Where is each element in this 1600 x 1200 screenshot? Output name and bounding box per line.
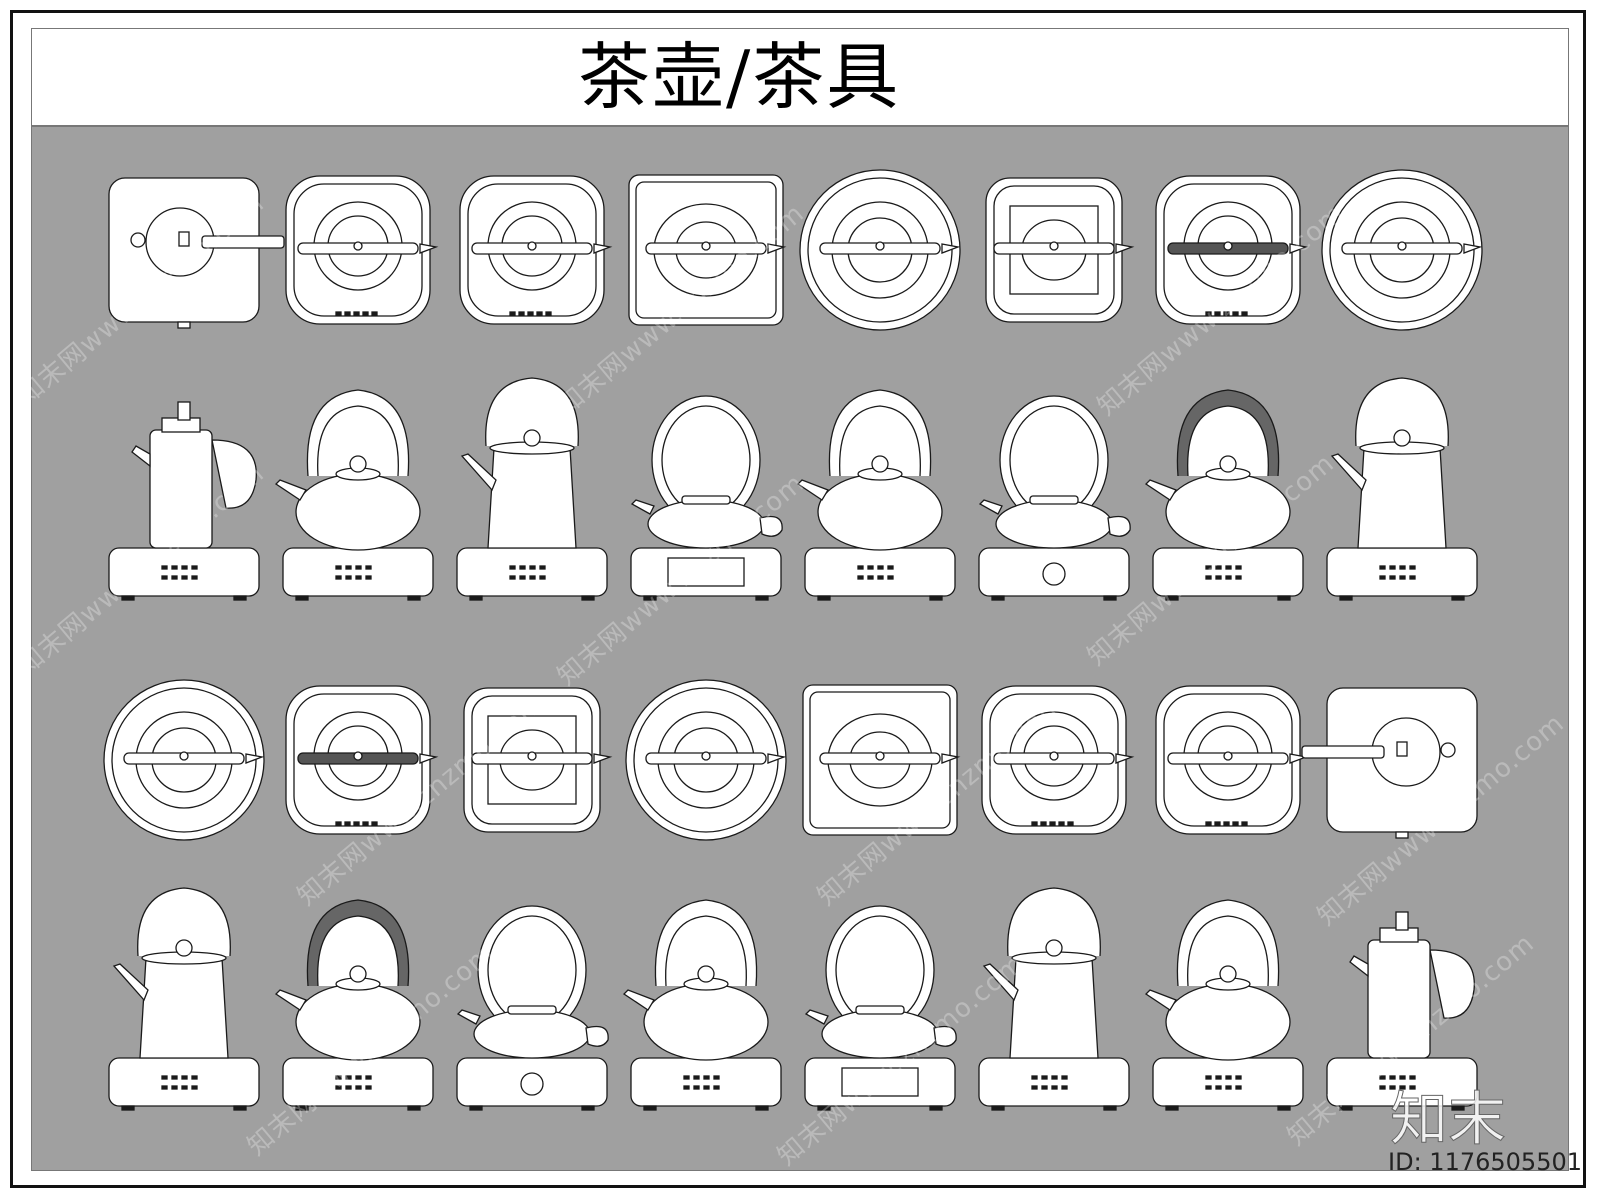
teapot-front-view-2-2 xyxy=(274,389,434,601)
teapot-front-view-2-4 xyxy=(630,395,783,601)
teapot-top-view-1-3 xyxy=(459,175,613,325)
teapot-front-view-4-6 xyxy=(978,887,1130,1111)
teapot-front-view-2-6 xyxy=(978,395,1131,601)
teapot-top-view-1-8 xyxy=(1321,169,1483,331)
title-bar xyxy=(31,28,1569,126)
teapot-top-view-3-6 xyxy=(981,685,1135,835)
teapot-front-view-4-4 xyxy=(622,899,782,1111)
teapot-top-view-1-2 xyxy=(285,175,439,325)
outer-frame xyxy=(10,10,1586,1188)
teapot-top-view-1-6 xyxy=(985,177,1135,323)
teapot-top-view-1-1 xyxy=(108,177,285,329)
brand-watermark: 知末 xyxy=(1389,1085,1507,1154)
teapot-front-view-4-8 xyxy=(1326,911,1478,1111)
teapot-front-view-2-1 xyxy=(108,401,260,601)
teapot-front-view-2-8 xyxy=(1326,377,1478,601)
document-id: ID: 1176505501 xyxy=(1388,1148,1582,1176)
teapot-front-view-2-3 xyxy=(456,377,608,601)
teapot-top-view-3-1 xyxy=(103,679,265,841)
teapot-top-view-1-5 xyxy=(799,169,961,331)
teapot-top-view-3-4 xyxy=(625,679,787,841)
teapot-top-view-3-8 xyxy=(1301,687,1478,839)
teapot-front-view-2-5 xyxy=(796,389,956,601)
teapot-front-view-4-5 xyxy=(804,905,957,1111)
teapot-top-view-3-2 xyxy=(285,685,439,835)
teapot-front-view-4-7 xyxy=(1144,899,1304,1111)
page-title: 茶壶/茶具 xyxy=(578,35,901,119)
teapot-top-view-1-7 xyxy=(1155,175,1309,325)
teapot-top-view-1-4 xyxy=(628,174,787,326)
teapot-front-view-4-2 xyxy=(274,899,434,1111)
teapot-front-view-2-7 xyxy=(1144,389,1304,601)
teapot-top-view-3-3 xyxy=(463,687,613,833)
teapot-front-view-4-3 xyxy=(456,905,609,1111)
teapot-front-view-4-1 xyxy=(108,887,260,1111)
teapot-top-view-3-7 xyxy=(1155,685,1309,835)
teapot-top-view-3-5 xyxy=(802,684,961,836)
